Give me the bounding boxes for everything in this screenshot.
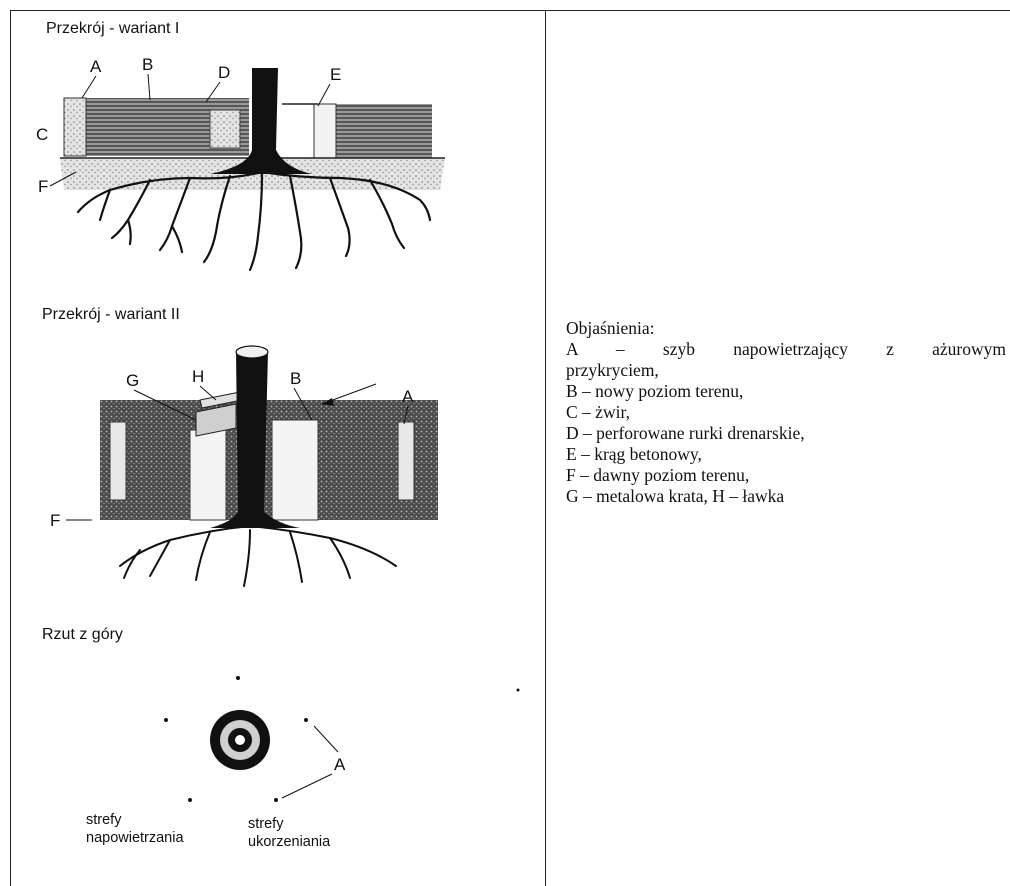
ring-left [190, 430, 226, 520]
s1-label-f: F [38, 177, 48, 196]
s1-label-c: C [36, 125, 48, 144]
aeration-shaft-left [110, 422, 126, 500]
zone-aeration-line1: strefy [86, 812, 122, 828]
legend-item: G – metalowa krata, H – ławka [566, 486, 1006, 507]
top-view-drawing [164, 676, 520, 802]
s1-label-e: E [330, 65, 341, 84]
s3-label-a: A [334, 755, 346, 774]
aeration-point [274, 798, 278, 802]
legend-item: A – szyb napowietrzający z ażurowym [566, 339, 1006, 360]
legend-item: F – dawny poziom terenu, [566, 465, 1006, 486]
section-1-drawing [60, 68, 445, 270]
zone-rooting-line1: strefy [248, 816, 284, 832]
legend-title: Objaśnienia: [566, 318, 1006, 339]
aeration-point [164, 718, 168, 722]
legend: Objaśnienia: A – szyb napowietrzający z … [566, 318, 1006, 507]
s1-label-d: D [218, 63, 230, 82]
zone-rooting-line2: ukorzeniania [248, 834, 331, 850]
legend-item: B – nowy poziom terenu, [566, 381, 1006, 402]
s2-label-f: F [50, 511, 60, 530]
aeration-point [304, 718, 308, 722]
legend-item: D – perforowane rurki drenarskie, [566, 423, 1006, 444]
aeration-shaft [64, 98, 86, 156]
legend-item: przykryciem, [566, 360, 1006, 381]
section-2-drawing [100, 346, 438, 586]
s2-label-h: H [192, 367, 204, 386]
s1-label-b: B [142, 55, 153, 74]
legend-item: C – żwir, [566, 402, 1006, 423]
s2-label-g: G [126, 371, 139, 390]
zone-aeration-line2: napowietrzania [86, 830, 184, 846]
roots-2 [120, 526, 396, 586]
soil-body [100, 400, 438, 520]
ring-right [272, 420, 318, 520]
s2-label-a: A [402, 387, 414, 406]
aeration-point [236, 676, 240, 680]
aeration-shaft-right [398, 422, 414, 500]
aeration-point [188, 798, 192, 802]
drain-pipe [210, 110, 240, 148]
legend-item: E – krąg betonowy, [566, 444, 1006, 465]
concrete-ring [314, 104, 336, 160]
s2-label-b: B [290, 369, 301, 388]
s1-label-a: A [90, 57, 102, 76]
